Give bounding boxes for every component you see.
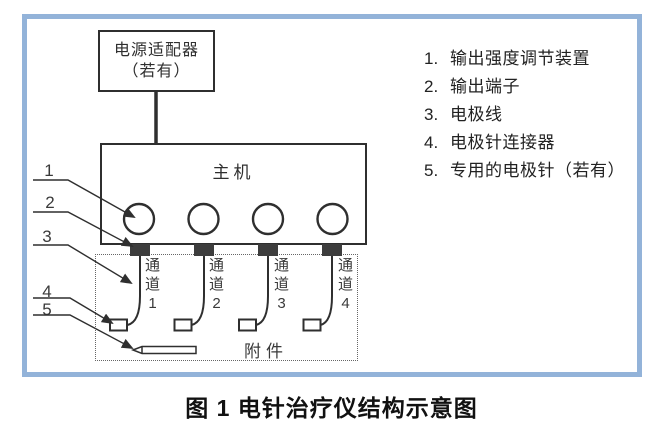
legend-item-number: 5. (424, 161, 439, 180)
channel-1-label: 通道1 (144, 257, 160, 312)
legend-item-text: 输出端子 (450, 77, 520, 96)
legend-item: 5. 专用的电极针（若有） (424, 161, 625, 180)
legend-item-number: 1. (424, 49, 439, 68)
callout-3: 3 (42, 227, 52, 246)
legend-item-text: 电极针连接器 (450, 133, 555, 152)
callout-1: 1 (44, 161, 54, 180)
channel-3-label: 通道3 (273, 257, 289, 312)
legend-item: 1. 输出强度调节装置 (424, 49, 625, 68)
channel-4-label: 通道4 (337, 257, 353, 312)
legend-item-text: 输出强度调节装置 (450, 49, 590, 68)
callout-5: 5 (42, 300, 52, 319)
figure-caption: 图 1 电针治疗仪结构示意图 (185, 395, 478, 421)
legend-item-text: 专用的电极针（若有） (450, 161, 625, 180)
accessories-label: 附件 (244, 342, 288, 361)
legend-item: 2. 输出端子 (424, 77, 625, 96)
callout-2: 2 (45, 193, 55, 212)
accessories-dotted-box (95, 254, 358, 361)
power-adapter-box: 电源适配器 （若有） (98, 30, 215, 92)
legend-item-text: 电极线 (450, 105, 503, 124)
legend-item: 4. 电极针连接器 (424, 133, 625, 152)
legend-item: 3. 电极线 (424, 105, 625, 124)
power-adapter-label-line2: （若有） (122, 63, 191, 80)
main-unit-label: 主机 (212, 163, 255, 182)
power-adapter-label-line1: 电源适配器 (113, 42, 199, 59)
legend-item-number: 4. (424, 133, 439, 152)
legend-item-number: 2. (424, 77, 439, 96)
legend-item-number: 3. (424, 105, 439, 124)
channel-2-label: 通道2 (208, 257, 224, 312)
legend-list: 1. 输出强度调节装置 2. 输出端子 3. 电极线 4. 电极针连接器 5. … (424, 49, 625, 180)
callout-4: 4 (42, 282, 52, 301)
